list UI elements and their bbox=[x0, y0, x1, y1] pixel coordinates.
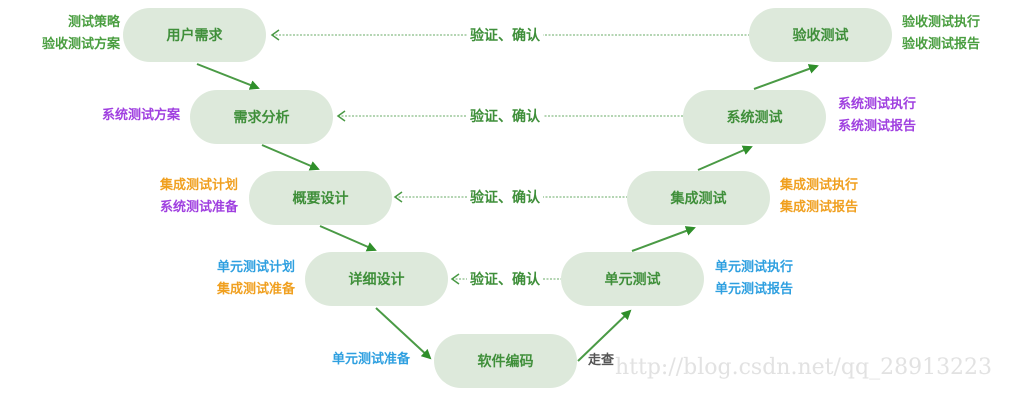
arrow-head-icon bbox=[393, 191, 403, 203]
node-requirements-analysis: 需求分析 bbox=[190, 90, 333, 144]
flow-arrow bbox=[631, 226, 696, 252]
label-line: 系统测试准备 bbox=[159, 200, 238, 215]
flow-arrow bbox=[577, 309, 632, 362]
verify-label: 验证、确认 bbox=[467, 187, 543, 207]
right-label-system: 系统测试执行 系统测试报告 bbox=[838, 94, 916, 138]
node-unit-test: 单元测试 bbox=[561, 252, 704, 306]
label-line: 验收测试方案 bbox=[41, 37, 120, 52]
verify-label: 验证、确认 bbox=[467, 25, 543, 45]
label-line: 集成测试准备 bbox=[216, 282, 295, 297]
node-outline-design: 概要设计 bbox=[249, 171, 392, 225]
flow-arrow bbox=[319, 225, 377, 252]
left-label-detail-design: 单元测试计划 集成测试准备 bbox=[217, 257, 295, 301]
flow-arrow bbox=[375, 307, 432, 360]
label-line: 单元测试计划 bbox=[216, 260, 295, 275]
label-line: 集成测试报告 bbox=[780, 200, 859, 215]
arrow-head-icon bbox=[336, 110, 346, 122]
flow-arrow bbox=[697, 145, 753, 171]
arrow-head-icon bbox=[450, 273, 460, 285]
label-line: 集成测试计划 bbox=[159, 178, 238, 193]
label-line: 集成测试执行 bbox=[780, 178, 859, 193]
label-line: 验收测试执行 bbox=[902, 15, 981, 30]
label-line: 系统测试报告 bbox=[838, 119, 917, 134]
flow-arrow bbox=[196, 63, 260, 90]
label-line: 单元测试执行 bbox=[715, 260, 794, 275]
flow-arrow bbox=[753, 64, 819, 90]
right-label-acceptance: 验收测试执行 验收测试报告 bbox=[902, 12, 980, 56]
node-acceptance-test: 验收测试 bbox=[749, 8, 892, 62]
left-label-user-req: 测试策略 验收测试方案 bbox=[42, 12, 120, 56]
node-detail-design: 详细设计 bbox=[305, 252, 448, 306]
arrow-head-icon bbox=[270, 29, 280, 41]
verify-label: 验证、确认 bbox=[467, 106, 543, 126]
label-line: 单元测试报告 bbox=[715, 282, 794, 297]
left-label-req-analysis: 系统测试方案 bbox=[102, 105, 180, 127]
label-line: 系统测试执行 bbox=[838, 97, 917, 112]
node-user-requirements: 用户需求 bbox=[123, 8, 266, 62]
label-line: 验收测试报告 bbox=[902, 37, 981, 52]
right-label-unit: 单元测试执行 单元测试报告 bbox=[715, 257, 793, 301]
left-label-outline-design: 集成测试计划 系统测试准备 bbox=[160, 175, 238, 219]
verify-label: 验证、确认 bbox=[467, 269, 543, 289]
watermark: http://blog.csdn.net/qq_28913223 bbox=[615, 355, 993, 380]
label-line: 单元测试准备 bbox=[331, 352, 410, 367]
left-label-coding: 单元测试准备 bbox=[332, 349, 410, 371]
label-line: 系统测试方案 bbox=[101, 108, 180, 123]
node-coding: 软件编码 bbox=[434, 334, 577, 388]
right-label-integration: 集成测试执行 集成测试报告 bbox=[780, 175, 858, 219]
node-system-test: 系统测试 bbox=[683, 90, 826, 144]
walkthrough-label: 走查 bbox=[588, 353, 615, 368]
label-line: 测试策略 bbox=[67, 15, 120, 30]
flow-arrow bbox=[261, 144, 320, 171]
node-integration-test: 集成测试 bbox=[627, 171, 770, 225]
